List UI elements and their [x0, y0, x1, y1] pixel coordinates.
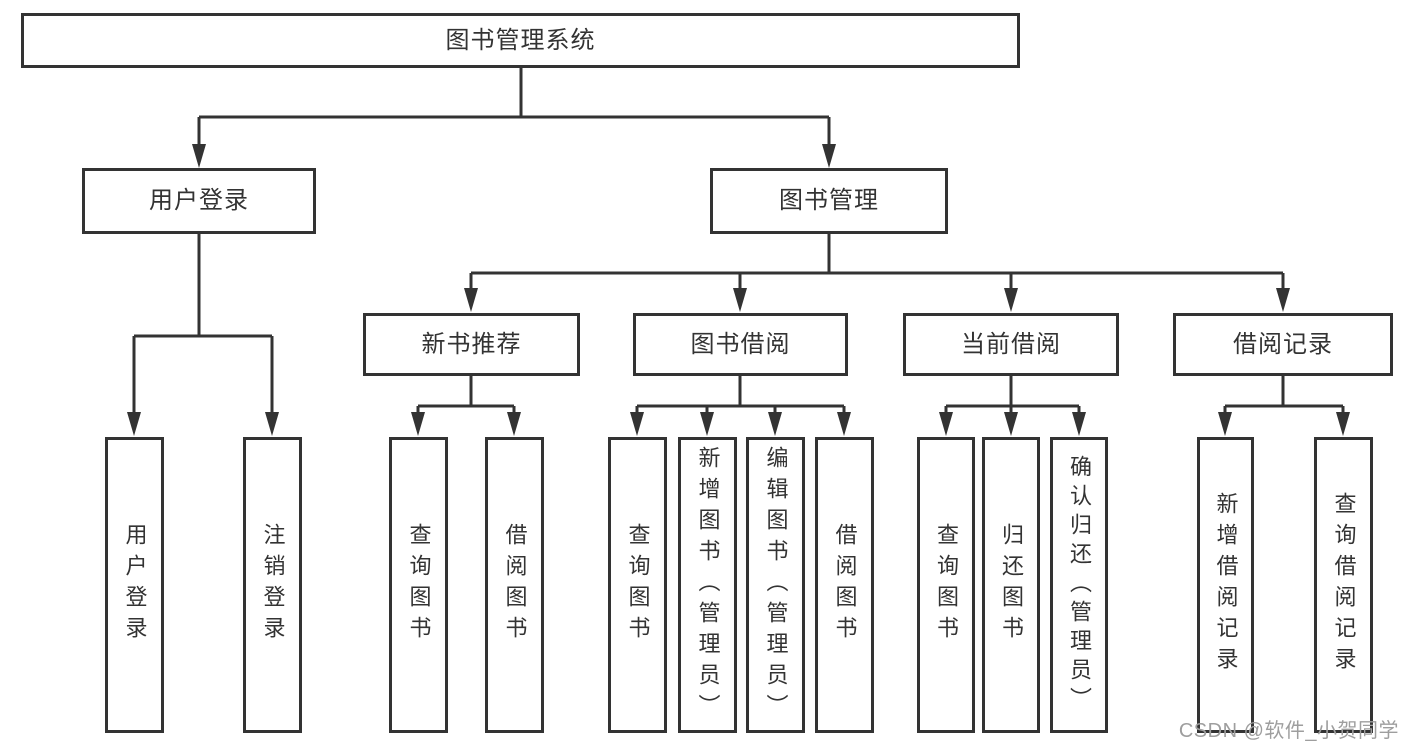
- leaf-query-books-current: 查询图书: [917, 437, 975, 733]
- leaf-query-books-borrow: 查询图书: [608, 437, 667, 733]
- leaf-return-books-label: 归还图书: [999, 523, 1024, 647]
- leaf-add-borrow-record: 新增借阅记录: [1197, 437, 1254, 733]
- node-library-management-system: 图书管理系统: [21, 13, 1020, 68]
- leaf-logout: 注销登录: [243, 437, 302, 733]
- node-user-login: 用户登录: [82, 168, 316, 234]
- node-user-login-label: 用户登录: [149, 187, 249, 214]
- leaf-user-login: 用户登录: [105, 437, 164, 733]
- leaf-add-borrow-record-label: 新增借阅记录: [1213, 492, 1239, 678]
- leaf-confirm-return-admin: 确认归还（管理员）: [1050, 437, 1108, 733]
- leaf-borrow-books: 借阅图书: [815, 437, 874, 733]
- node-new-book-recommend: 新书推荐: [363, 313, 580, 376]
- arrowheads: [127, 144, 1350, 436]
- leaf-query-books-recommend: 查询图书: [389, 437, 448, 733]
- node-library-management-system-label: 图书管理系统: [445, 26, 596, 54]
- leaf-edit-books-admin: 编辑图书（管理员）: [746, 437, 805, 733]
- leaf-query-books-borrow-label: 查询图书: [625, 523, 651, 647]
- leaf-user-login-label: 用户登录: [122, 523, 148, 647]
- node-book-borrow: 图书借阅: [633, 313, 848, 376]
- leaf-borrow-books-label: 借阅图书: [832, 523, 858, 647]
- leaf-borrow-books-recommend: 借阅图书: [485, 437, 544, 733]
- leaf-return-books: 归还图书: [982, 437, 1040, 733]
- leaf-query-books-current-label: 查询图书: [934, 523, 959, 647]
- node-borrow-records-label: 借阅记录: [1233, 330, 1333, 358]
- node-current-borrow-label: 当前借阅: [961, 330, 1061, 358]
- leaf-logout-label: 注销登录: [260, 523, 286, 647]
- leaf-borrow-books-recommend-label: 借阅图书: [502, 523, 528, 647]
- node-book-management-label: 图书管理: [779, 187, 879, 214]
- node-book-management: 图书管理: [710, 168, 948, 234]
- node-borrow-records: 借阅记录: [1173, 313, 1393, 376]
- node-new-book-recommend-label: 新书推荐: [421, 330, 522, 358]
- leaf-add-books-admin-label: 新增图书（管理员）: [695, 445, 721, 725]
- leaf-confirm-return-admin-label: 确认归还（管理员）: [1067, 454, 1092, 716]
- leaf-add-books-admin: 新增图书（管理员）: [678, 437, 737, 733]
- node-book-borrow-label: 图书借阅: [690, 330, 791, 358]
- watermark: CSDN @软件_小贺同学: [1178, 720, 1399, 742]
- leaf-query-borrow-record: 查询借阅记录: [1314, 437, 1373, 733]
- leaf-query-books-recommend-label: 查询图书: [406, 523, 432, 647]
- leaf-edit-books-admin-label: 编辑图书（管理员）: [763, 445, 789, 725]
- node-current-borrow: 当前借阅: [903, 313, 1119, 376]
- leaf-query-borrow-record-label: 查询借阅记录: [1331, 492, 1357, 678]
